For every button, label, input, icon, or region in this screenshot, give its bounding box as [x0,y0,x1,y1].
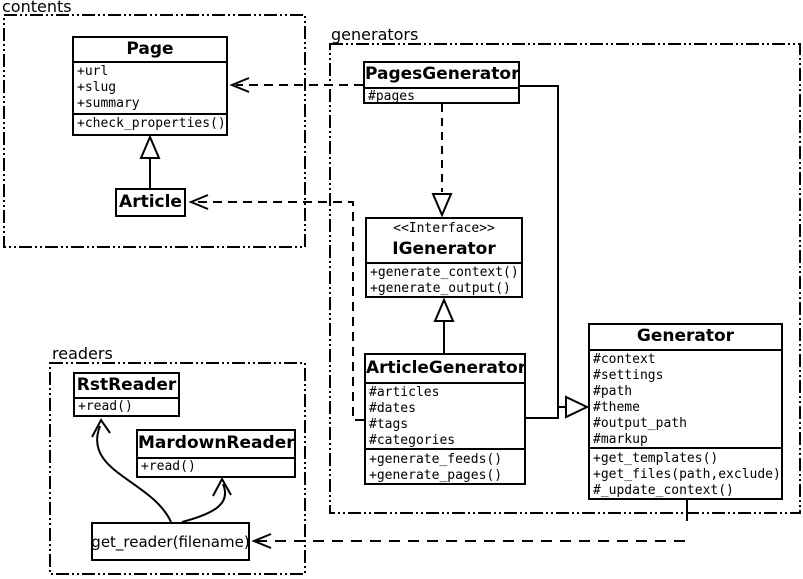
class-mardownreader-title: MardownReader [138,431,294,459]
method: +generate_output() [370,281,511,296]
class-generator-attributes: #context #settings #path #theme #output_… [590,351,781,449]
get-reader-to-rstreader-curve [96,425,172,523]
interface-stereotype: <<Interface>> [393,221,495,236]
articlegenerator-to-generator-inheritance-line [526,407,559,419]
attribute: +summary [77,96,140,111]
attribute: #pages [368,89,415,102]
class-igenerator-title: IGenerator [392,239,496,259]
class-article: Article [115,188,186,217]
class-generator-title: Generator [590,325,781,351]
attribute: +slug [77,80,117,95]
class-articlegenerator-methods: +generate_feeds() +generate_pages() [366,450,524,483]
class-igenerator-header: <<Interface>> IGenerator [367,219,521,264]
class-articlegenerator-attributes: #articles #dates #tags #categories [366,384,524,450]
class-igenerator-methods: +generate_context() +generate_output() [367,264,521,296]
attribute: #settings [593,368,664,383]
class-mardownreader-methods: +read() [138,459,294,476]
attribute: +url [77,64,109,79]
igenerator-inheritance-triangle [433,297,455,322]
get-reader-node: get_reader(filename) [91,522,250,561]
class-rstreader-title: RstReader [75,374,178,399]
igenerator-realization-triangle [431,193,453,218]
get-reader-to-mardownreader-curve [181,483,226,523]
generator-inheritance-triangle [565,395,590,419]
method: +check_properties() [77,116,226,131]
method: +get_files(path,exclude) [593,467,781,482]
attribute: #context [593,352,656,367]
get-reader-label: get_reader(filename) [91,532,250,551]
method: +generate_pages() [369,468,503,483]
class-generator-methods: +get_templates() +get_files(path,exclude… [590,449,781,498]
class-articlegenerator: ArticleGenerator #articles #dates #tags … [364,353,526,485]
class-generator: Generator #context #settings #path #them… [588,323,783,500]
attribute: #dates [369,401,416,416]
attribute: #tags [369,417,409,432]
mardownreader-arrowhead [212,476,232,497]
class-page-methods: +check_properties() [74,115,226,134]
class-rstreader: RstReader +read() [73,372,180,417]
class-mardownreader: MardownReader +read() [136,429,296,478]
method: +generate_feeds() [369,452,503,467]
contents-package-border [3,14,306,248]
class-page-attributes: +url +slug +summary [74,63,226,115]
attribute: #output_path [593,416,687,431]
class-page: Page +url +slug +summary +check_properti… [72,36,228,136]
attribute: #articles [369,385,440,400]
class-page-title: Page [74,38,226,63]
class-article-title: Article [119,192,182,212]
readers-package-border [49,362,306,575]
class-articlegenerator-title: ArticleGenerator [366,355,524,384]
class-pagesgenerator: PagesGenerator #pages [363,61,520,104]
class-pagesgenerator-attributes: #pages [365,89,518,102]
pagesgenerator-to-generator-inheritance-line [520,85,566,408]
article-dependency-arrowhead [188,194,209,210]
method: +get_templates() [593,451,719,466]
method: +generate_context() [370,265,519,280]
generators-package-border [329,43,801,514]
contents-package-label: contents [2,0,72,16]
attribute: #theme [593,400,640,415]
method: +read() [78,399,133,414]
class-igenerator: <<Interface>> IGenerator +generate_conte… [365,217,523,298]
readers-package-label: readers [52,344,113,363]
method: #_update_context() [593,483,734,498]
get-reader-dependency-arrowhead [251,533,272,549]
method: +read() [141,459,196,474]
class-pagesgenerator-title: PagesGenerator [365,63,518,89]
page-inheritance-triangle [139,134,161,159]
generators-package-label: generators [331,25,419,44]
articlegenerator-to-article-dependency-line [196,201,364,421]
attribute: #markup [593,432,648,447]
attribute: #categories [369,433,456,448]
class-rstreader-methods: +read() [75,399,178,415]
attribute: #path [593,384,633,399]
rstreader-arrowhead [91,418,111,438]
page-dependency-arrowhead [229,77,250,93]
